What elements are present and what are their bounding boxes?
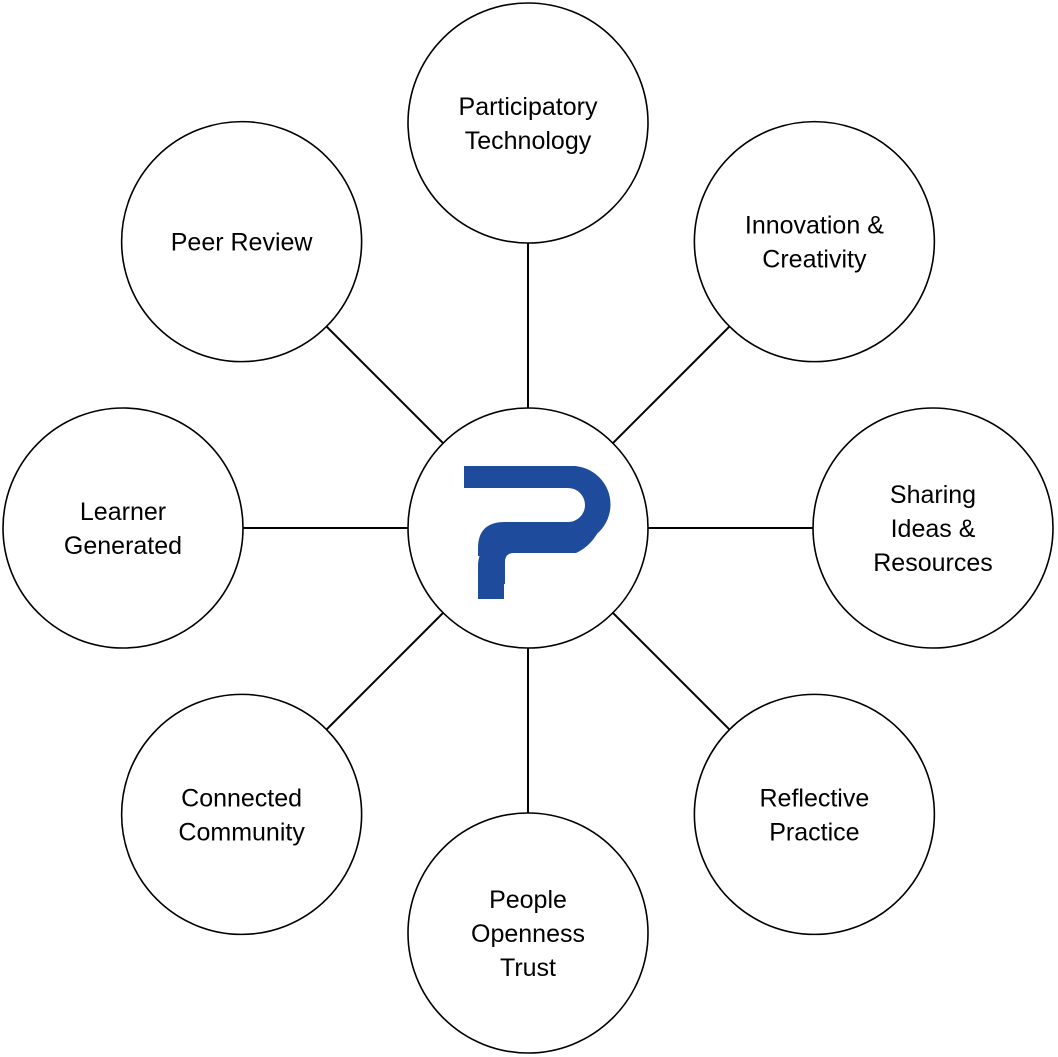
node-label-line: Ideas &	[891, 515, 976, 543]
node-label-line: Trust	[500, 954, 556, 982]
node-label-line: Openness	[471, 920, 585, 948]
node-innovation-creativity: Innovation & Creativity	[693, 120, 936, 363]
node-label-line: Innovation &	[745, 212, 884, 240]
node-label-line: Reflective	[759, 784, 869, 812]
node-circle	[693, 120, 936, 363]
node-label-line: Resources	[873, 549, 993, 577]
connector-innovation-creativity	[612, 325, 731, 444]
node-label-line: Peer Review	[171, 229, 314, 257]
node-label-line: People	[489, 886, 567, 914]
logo-dot	[478, 575, 504, 599]
node-label-line: Community	[178, 818, 305, 846]
connector-reflective-practice	[612, 612, 731, 731]
node-label-line: Learner	[80, 498, 166, 526]
question-mark-logo-icon	[464, 466, 611, 599]
node-label-line: Creativity	[762, 246, 867, 274]
connector-connected-community	[325, 612, 444, 731]
node-circle	[693, 693, 936, 936]
node-circle	[120, 693, 363, 936]
node-circle	[812, 407, 1054, 649]
node-label-line: Sharing	[890, 481, 976, 509]
node-label-line: Technology	[465, 127, 592, 155]
node-circle	[120, 120, 363, 363]
node-label-line: Practice	[769, 818, 859, 846]
connectors	[243, 243, 813, 813]
node-label-line: Connected	[181, 784, 302, 812]
node-peer-review: Peer Review	[120, 120, 363, 363]
node-label-line: Participatory	[459, 93, 598, 121]
node-label-line: Generated	[64, 532, 182, 560]
node-circle	[407, 2, 649, 244]
logo-top-bar	[464, 466, 611, 556]
center-node	[407, 407, 649, 649]
connector-peer-review	[325, 325, 444, 444]
node-circle	[407, 812, 649, 1054]
node-circle	[2, 407, 244, 649]
